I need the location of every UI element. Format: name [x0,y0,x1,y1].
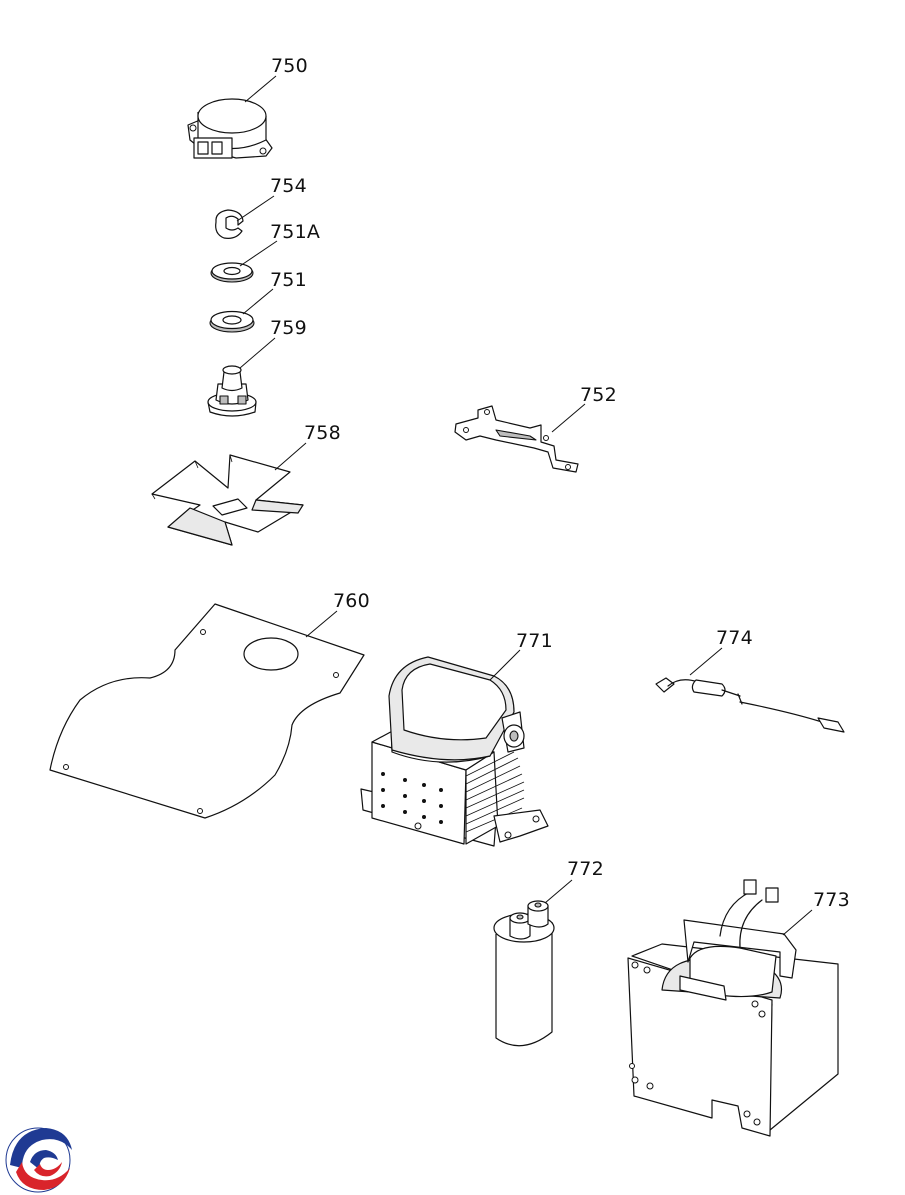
clip-drawing [215,209,244,239]
diode-drawing [655,677,845,733]
washer-751-drawing [209,310,255,333]
brand-logo-icon [5,1127,72,1193]
part-label-771: 771 [516,630,553,652]
part-label-754: 754 [270,175,307,197]
bracket-drawing [454,405,579,473]
part-label-752: 752 [580,384,617,406]
part-label-774: 774 [716,627,753,649]
part-label-750: 750 [271,55,308,77]
part-label-773: 773 [813,889,850,911]
part-label-758: 758 [304,422,341,444]
part-label-751: 751 [270,269,307,291]
part-label-760: 760 [333,590,370,612]
part-label-751a: 751A [270,221,321,243]
washer-751a-drawing [210,262,254,283]
insulation-plate-drawing [49,603,365,819]
turntable-motor-drawing [187,98,273,159]
part-label-772: 772 [567,858,604,880]
cover-drawing [151,454,304,546]
transformer-drawing [627,879,839,1137]
magnetron-drawing [360,656,549,847]
capacitor-drawing [493,900,555,1047]
leader-lines [236,75,813,936]
coupler-drawing [207,365,257,417]
part-label-759: 759 [270,317,307,339]
